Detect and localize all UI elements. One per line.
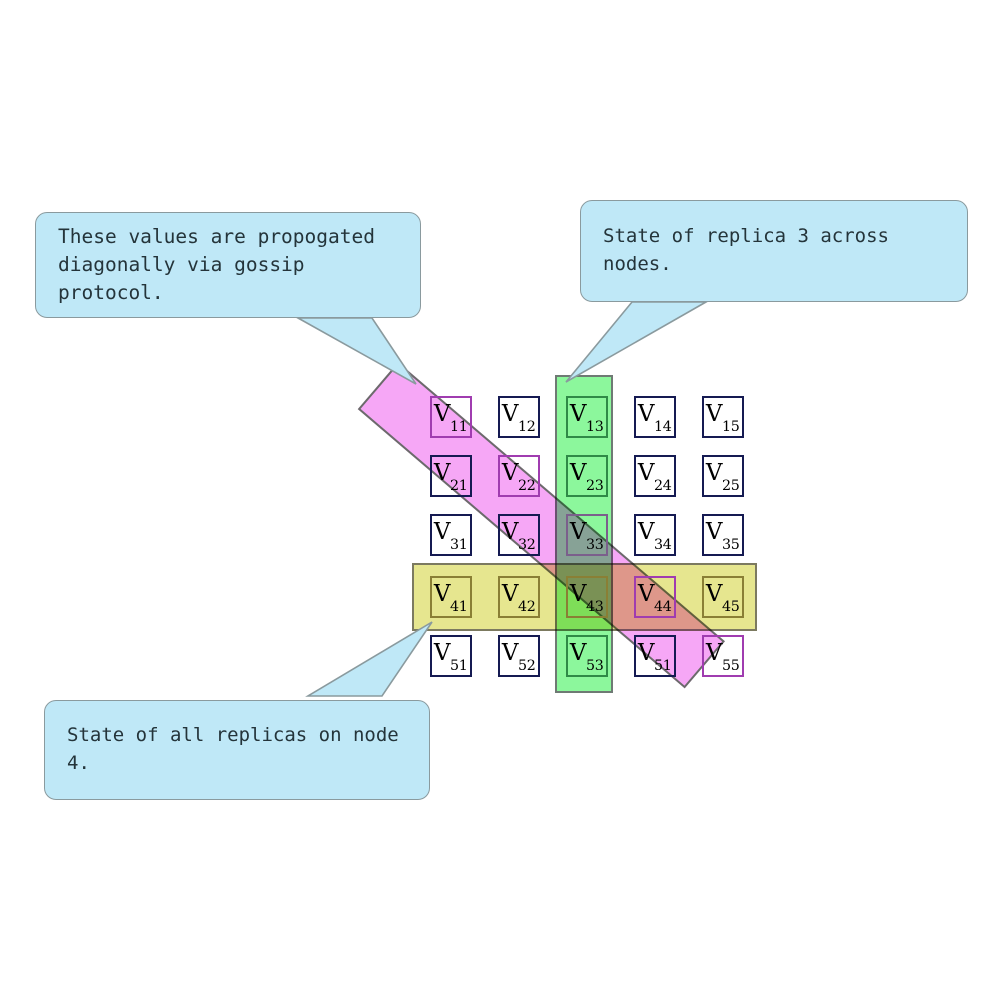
cell-label-V41: V41 <box>433 580 468 615</box>
grid-cell-V24[interactable]: V24 <box>634 455 676 497</box>
cell-label-V11: V11 <box>433 400 468 435</box>
gossip-callout-tail <box>294 317 417 385</box>
grid-cell-V14[interactable]: V14 <box>634 396 676 438</box>
cell-label-V54: V51 <box>637 639 672 674</box>
cell-label-V25: V25 <box>705 459 740 494</box>
cell-subscript-V51: 51 <box>449 657 468 674</box>
grid-cell-V55[interactable]: V55 <box>702 635 744 677</box>
cell-subscript-V33: 33 <box>585 536 604 553</box>
cell-label-V53: V53 <box>569 639 604 674</box>
cell-label-V51: V51 <box>433 639 468 674</box>
grid-cell-V22[interactable]: V22 <box>498 455 540 497</box>
cell-subscript-V15: 15 <box>721 418 740 435</box>
cell-label-V32: V32 <box>501 518 536 553</box>
cell-subscript-V13: 13 <box>585 418 604 435</box>
grid-cell-V54[interactable]: V51 <box>634 635 676 677</box>
cell-subscript-V34: 34 <box>653 536 672 553</box>
grid-cell-V41[interactable]: V41 <box>430 576 472 618</box>
grid-cell-V45[interactable]: V45 <box>702 576 744 618</box>
cell-subscript-V42: 42 <box>517 598 536 615</box>
cell-subscript-V14: 14 <box>653 418 672 435</box>
node-callout-tail <box>305 621 433 697</box>
cell-subscript-V32: 32 <box>517 536 536 553</box>
grid-cell-V23[interactable]: V23 <box>566 455 608 497</box>
grid-cell-V25[interactable]: V25 <box>702 455 744 497</box>
cell-subscript-V31: 31 <box>449 536 468 553</box>
grid-cell-V13[interactable]: V13 <box>566 396 608 438</box>
cell-subscript-V44: 44 <box>653 598 672 615</box>
callout-node-text: State of all replicas on node 4. <box>67 724 399 774</box>
callout-replica-text: State of replica 3 across nodes. <box>603 225 889 275</box>
grid-cell-V44[interactable]: V44 <box>634 576 676 618</box>
cell-label-V44: V44 <box>637 580 672 615</box>
grid-cell-V52[interactable]: V52 <box>498 635 540 677</box>
cell-label-V31: V31 <box>433 518 468 553</box>
grid-cell-V34[interactable]: V34 <box>634 514 676 556</box>
callout-gossip-text: These values are propogated diagonally v… <box>58 224 375 305</box>
cell-subscript-V21: 21 <box>449 477 468 494</box>
cell-label-V33: V33 <box>569 518 604 553</box>
callout-node-state[interactable]: State of all replicas on node 4. <box>44 700 430 800</box>
grid-cell-V53[interactable]: V53 <box>566 635 608 677</box>
grid-cell-V31[interactable]: V31 <box>430 514 472 556</box>
cell-label-V24: V24 <box>637 459 672 494</box>
replica-callout-tail <box>565 301 710 383</box>
cell-subscript-V11: 11 <box>449 418 468 435</box>
cell-label-V42: V42 <box>501 580 536 615</box>
grid-cell-V32[interactable]: V32 <box>498 514 540 556</box>
grid-cell-V51[interactable]: V51 <box>430 635 472 677</box>
grid-cell-V42[interactable]: V42 <box>498 576 540 618</box>
cell-label-V14: V14 <box>637 400 672 435</box>
cell-subscript-V45: 45 <box>721 598 740 615</box>
cell-label-V15: V15 <box>705 400 740 435</box>
cell-subscript-V43: 43 <box>585 598 604 615</box>
cell-subscript-V25: 25 <box>721 477 740 494</box>
cell-subscript-V53: 53 <box>585 657 604 674</box>
cell-label-V34: V34 <box>637 518 672 553</box>
cell-subscript-V12: 12 <box>517 418 536 435</box>
cell-label-V23: V23 <box>569 459 604 494</box>
cell-label-V43: V43 <box>569 580 604 615</box>
grid-cell-V33[interactable]: V33 <box>566 514 608 556</box>
cell-subscript-V52: 52 <box>517 657 536 674</box>
callout-gossip-protocol[interactable]: These values are propogated diagonally v… <box>35 212 421 318</box>
cell-subscript-V55: 55 <box>721 657 740 674</box>
grid-cell-V15[interactable]: V15 <box>702 396 744 438</box>
grid-cell-V11[interactable]: V11 <box>430 396 472 438</box>
grid-cell-V35[interactable]: V35 <box>702 514 744 556</box>
cell-label-V21: V21 <box>433 459 468 494</box>
cell-label-V13: V13 <box>569 400 604 435</box>
grid-cell-V21[interactable]: V21 <box>430 455 472 497</box>
callout-replica-state[interactable]: State of replica 3 across nodes. <box>580 200 968 302</box>
cell-subscript-V24: 24 <box>653 477 672 494</box>
cell-subscript-V54: 51 <box>653 657 672 674</box>
cell-subscript-V23: 23 <box>585 477 604 494</box>
cell-label-V12: V12 <box>501 400 536 435</box>
grid-cell-V12[interactable]: V12 <box>498 396 540 438</box>
cell-label-V22: V22 <box>501 459 536 494</box>
cell-label-V35: V35 <box>705 518 740 553</box>
cell-label-V52: V52 <box>501 639 536 674</box>
grid-cell-V43[interactable]: V43 <box>566 576 608 618</box>
cell-label-V45: V45 <box>705 580 740 615</box>
cell-subscript-V22: 22 <box>517 477 536 494</box>
cell-subscript-V41: 41 <box>449 598 468 615</box>
cell-subscript-V35: 35 <box>721 536 740 553</box>
cell-label-V55: V55 <box>705 639 740 674</box>
